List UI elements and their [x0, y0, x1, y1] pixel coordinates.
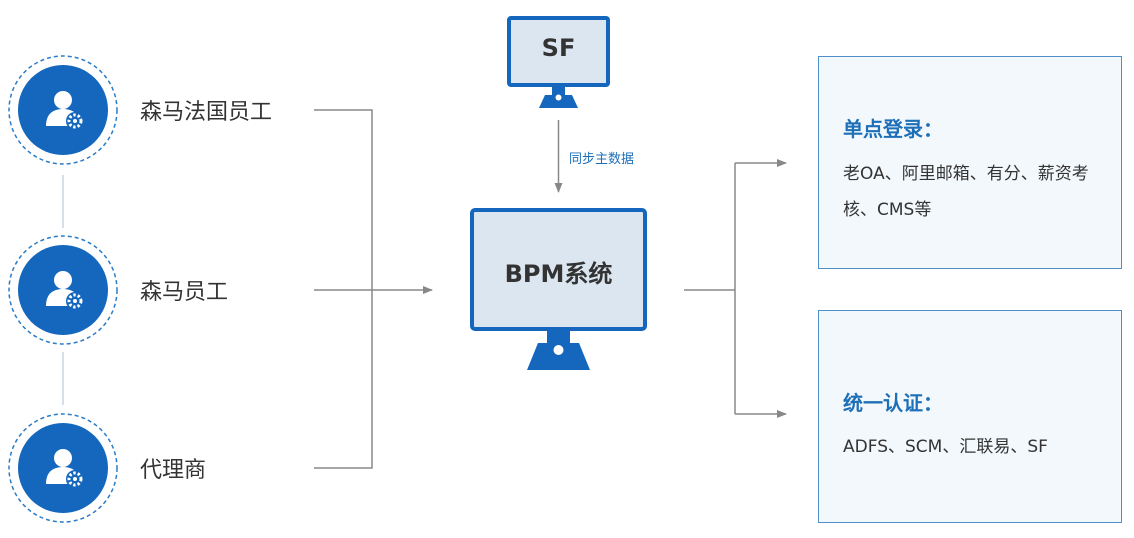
- bpm-to-systems-connector: [684, 159, 787, 418]
- unified-auth-text: ADFS、SCM、汇联易、SF: [843, 437, 1048, 457]
- user-label-employee: 森马员工: [140, 280, 229, 305]
- sso-title: 单点登录：: [843, 117, 943, 141]
- sso-text: 老OA、阿里邮箱、有分、薪资考核、CMS等: [843, 164, 1089, 220]
- user-label-french-employee: 森马法国员工: [140, 100, 273, 125]
- user-label-agent: 代理商: [140, 458, 207, 483]
- unified-auth-box: 统一认证： ADFS、SCM、汇联易、SF: [818, 310, 1122, 523]
- users-to-bpm-connector: [314, 109, 433, 469]
- bpm-system-label: BPM系统: [504, 260, 613, 288]
- bpm-monitor-icon: [470, 208, 647, 370]
- sf-system-label: SF: [541, 34, 576, 62]
- user-node-agent: [8, 413, 118, 523]
- sync-label: 同步主数据: [569, 152, 635, 167]
- sf-monitor-icon: [507, 16, 610, 108]
- user-node-french-employee: [8, 55, 118, 165]
- user-node-employee: [8, 235, 118, 345]
- sso-box: 单点登录： 老OA、阿里邮箱、有分、薪资考核、CMS等: [818, 56, 1122, 269]
- unified-auth-title: 统一认证：: [843, 391, 943, 415]
